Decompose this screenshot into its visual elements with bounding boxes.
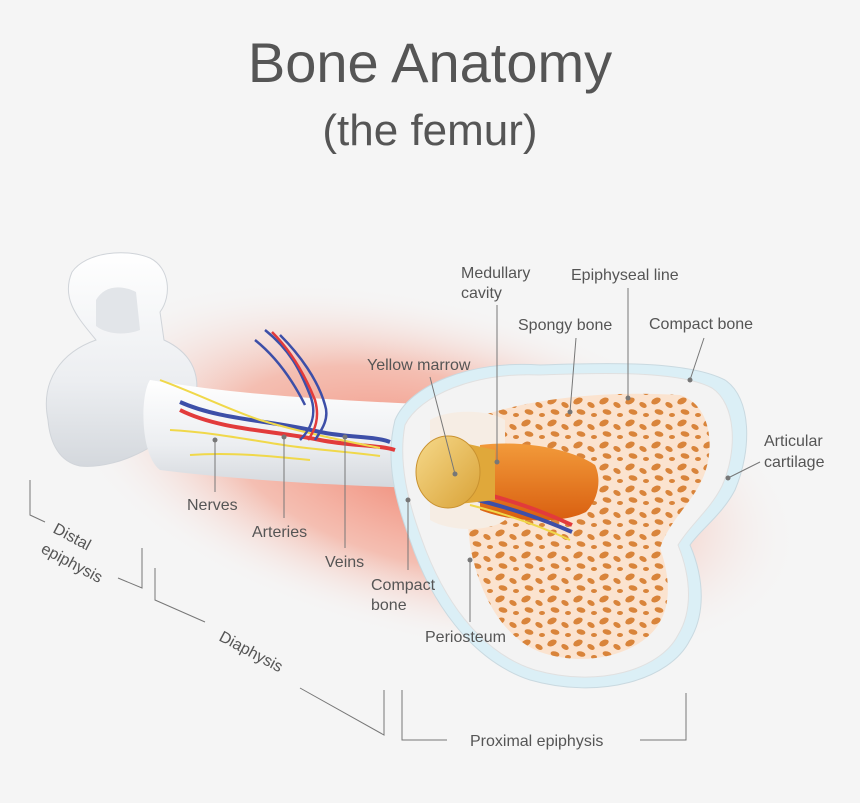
leader-yellow-marrow: [429, 376, 456, 475]
artery-branches: [271, 331, 319, 441]
label-articular-cartilage: Articular: [764, 433, 823, 450]
diagram-subtitle: (the femur): [322, 106, 538, 155]
label-medullary-cavity-2: cavity: [461, 285, 502, 302]
inner-nerve: [469, 504, 571, 541]
bracket-distal-end: [117, 548, 143, 589]
dot-compact-top: [687, 377, 693, 383]
label-compact-bone-lower: Compact: [371, 577, 436, 594]
dot-medullary: [494, 459, 500, 465]
label-nerves: Nerves: [187, 497, 238, 514]
label-medullary-cavity: Medullary: [461, 265, 530, 282]
dot-periosteum: [467, 557, 473, 563]
dot-veins: [342, 434, 348, 440]
label-arteries: Arteries: [252, 524, 307, 541]
bracket-proximal-left: [401, 690, 447, 741]
dot-articular: [725, 475, 731, 481]
vessel-branches: [254, 329, 328, 441]
bracket-proximal-right: [640, 693, 687, 741]
label-spongy-bone: Spongy bone: [518, 317, 612, 334]
label-compact-bone-top: Compact bone: [649, 316, 753, 333]
label-epiphyseal-line: Epiphyseal line: [571, 267, 679, 284]
dot-spongy: [567, 409, 573, 415]
dot-nerves: [212, 437, 218, 443]
label-diaphysis: Diaphysis: [216, 629, 285, 677]
dot-epiphyseal: [625, 395, 631, 401]
label-veins: Veins: [325, 554, 364, 571]
dot-yellow-marrow: [452, 471, 458, 477]
leader-articular: [727, 461, 761, 479]
dot-arteries: [281, 434, 287, 440]
label-periosteum: Periosteum: [425, 629, 506, 646]
yellow-marrow-shape: [415, 435, 495, 509]
bracket-diaphysis-start: [154, 568, 206, 623]
bracket-diaphysis-end: [299, 687, 385, 736]
label-yellow-marrow: Yellow marrow: [367, 357, 471, 374]
bracket-distal-epiphysis: [29, 480, 46, 523]
label-compact-bone-lower-2: bone: [371, 597, 407, 614]
dot-compact-lower: [405, 497, 411, 503]
diagram-title: Bone Anatomy: [247, 31, 613, 94]
label-articular-cartilage-2: cartilage: [764, 454, 825, 471]
label-proximal-epiphysis: Proximal epiphysis: [470, 733, 603, 750]
leader-spongy: [569, 337, 577, 413]
leader-compact-top: [689, 337, 705, 381]
label-distal-epiphysis-2: epiphysis: [38, 541, 105, 587]
